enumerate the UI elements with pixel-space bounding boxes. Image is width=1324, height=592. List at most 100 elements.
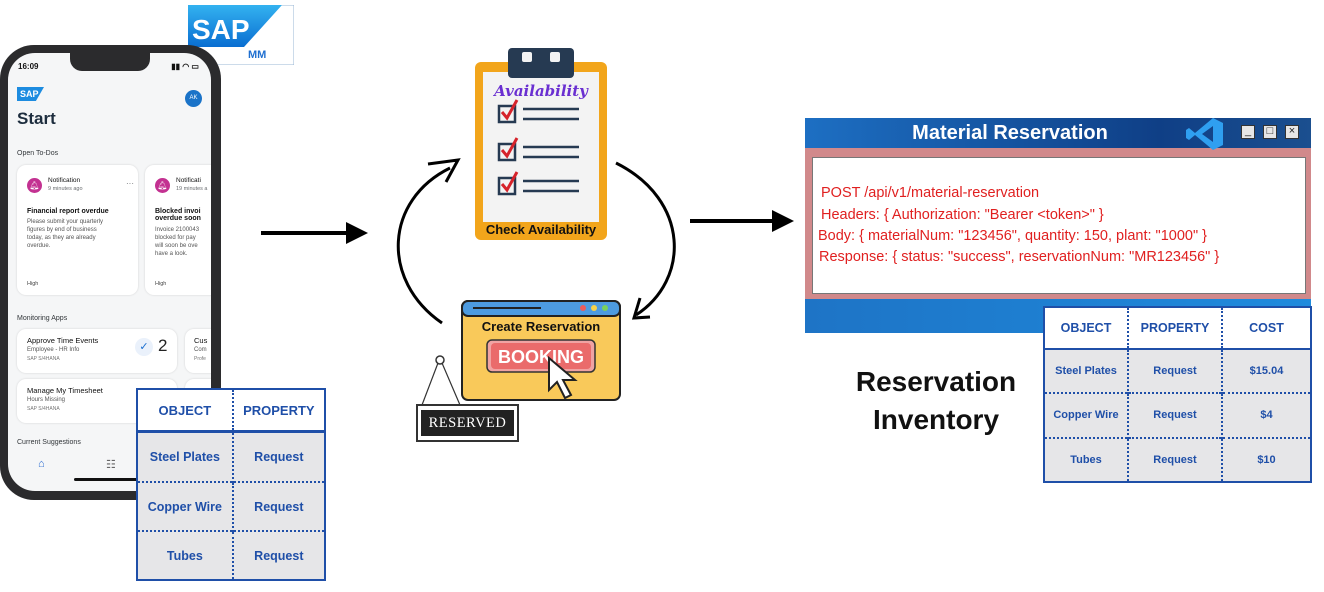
cycle-arrow-left	[396, 158, 461, 325]
reservation-inventory-table: OBJECT PROPERTY COST Steel Plates Reques…	[1043, 306, 1312, 483]
reserved-label: RESERVED	[421, 410, 514, 436]
status-bar: 16:09 ▮▮ ◠ ▭	[18, 62, 203, 71]
phone-notch	[70, 53, 150, 71]
current-suggestions-label: Current Suggestions	[17, 439, 81, 446]
api-code-panel: POST /api/v1/material-reservation Header…	[812, 157, 1306, 294]
table-cell: Copper Wire	[1053, 409, 1119, 422]
card-priority: High	[27, 281, 39, 287]
tile-subtitle: Com	[194, 347, 207, 353]
table-row: Copper Wire Request $4	[1044, 393, 1311, 438]
create-reservation-window: Create Reservation BOOKING	[461, 300, 621, 402]
card-heading: Financial report overdue	[27, 208, 109, 215]
tile-title: Cus	[194, 336, 208, 345]
sap-app-logo: SAP	[17, 87, 44, 101]
card-body: Please submit your quarterly figures by …	[27, 219, 104, 249]
card-time: 9 minutes ago	[48, 186, 83, 192]
column-header: PROPERTY	[1127, 307, 1222, 349]
monitoring-tile[interactable]: Cus Com Profe	[185, 329, 211, 373]
checkbox-icon	[497, 99, 519, 124]
monitoring-tile[interactable]: Approve Time Events Employee - HR Info S…	[17, 329, 177, 373]
column-header: OBJECT	[1044, 307, 1128, 349]
table-row: Steel Plates Request $15.04	[1044, 349, 1311, 394]
open-todos-label: Open To-Dos	[17, 150, 59, 157]
card-body: Invoice 2100043 blocked for pay will soo…	[155, 227, 200, 257]
checkmark-icon: ✓	[135, 338, 153, 356]
reserved-tag: RESERVED	[416, 404, 519, 442]
table-row: Tubes Request	[137, 531, 325, 580]
tile-subtitle: Hours Missing	[27, 397, 66, 403]
status-time: 16:09	[18, 62, 39, 71]
bell-icon: 🔔︎	[155, 178, 170, 193]
table-cell: $10	[1221, 437, 1311, 482]
code-line: POST /api/v1/material-reservation	[821, 185, 1040, 201]
table-cell: Request	[231, 431, 325, 483]
signal-wifi-battery-icon: ▮▮ ◠ ▭	[171, 62, 199, 71]
tile-system: Profe	[194, 356, 206, 362]
todo-card[interactable]: 🔔︎ Notification 9 minutes ago ··· Financ…	[17, 165, 138, 295]
checkbox-icon	[497, 137, 519, 162]
home-icon[interactable]: ⌂	[38, 458, 45, 470]
tile-system: SAP S/4HANA	[27, 406, 60, 412]
more-icon[interactable]: ···	[126, 179, 134, 188]
table-cell: Request	[231, 482, 325, 531]
object-property-table: OBJECT PROPERTY Steel Plates Request Cop…	[136, 388, 326, 581]
clipboard-title: Availability	[492, 82, 589, 100]
cycle-arrow-right	[615, 161, 676, 320]
table-cell: Tubes	[1070, 453, 1102, 466]
api-window-title: Material Reservation	[912, 122, 1108, 144]
code-line: Body: { materialNum: "123456", quantity:…	[818, 228, 1207, 244]
table-row: Steel Plates Request	[137, 431, 325, 483]
booking-button: BOOKING	[498, 347, 584, 367]
reservation-inventory-title: Reservation Inventory	[855, 366, 1017, 435]
home-indicator	[74, 478, 146, 481]
clipboard-caption: Check Availability	[486, 222, 597, 237]
table-cell: Steel Plates	[1055, 365, 1117, 378]
table-cell: Copper Wire	[147, 499, 222, 514]
code-line: Headers: { Authorization: "Bearer <token…	[821, 207, 1104, 223]
todo-card[interactable]: 🔔︎ Notificati 19 minutes a Blocked invoi…	[145, 165, 211, 295]
create-reservation-title: Create Reservation	[482, 319, 601, 334]
tag-string	[421, 355, 461, 406]
tile-title: Manage My Timesheet	[27, 386, 103, 395]
table-cell: Request	[231, 531, 325, 580]
minimize-button[interactable]: _	[1241, 125, 1255, 139]
table-cell: $15.04	[1221, 349, 1311, 394]
column-header: OBJECT	[137, 389, 233, 432]
tile-count: 2	[158, 336, 168, 355]
cursor-icon	[548, 355, 578, 400]
arrow-right-1	[261, 222, 368, 244]
table-cell: Tubes	[166, 548, 203, 563]
api-window-titlebar: Material Reservation _ □ ×	[805, 118, 1311, 150]
table-cell: Request	[1127, 437, 1222, 482]
bell-icon: 🔔︎	[27, 178, 42, 193]
column-header: PROPERTY	[231, 389, 325, 432]
card-heading: Blocked invoi overdue soon	[155, 208, 201, 222]
vscode-icon	[1185, 116, 1225, 152]
table-cell: Request	[1127, 349, 1222, 394]
arrow-right-2	[690, 210, 794, 232]
sap-logo-text: SAP	[192, 14, 250, 45]
card-type: Notificati	[176, 177, 201, 184]
checkbox-icon	[497, 171, 519, 196]
table-cell: Request	[1127, 393, 1222, 438]
availability-clipboard: Availability Check Availability	[475, 48, 607, 240]
table-row: Copper Wire Request	[137, 482, 325, 531]
sap-module-text: MM	[248, 49, 266, 61]
code-line: Response: { status: "success", reservati…	[819, 249, 1220, 265]
table-row: Tubes Request $10	[1044, 437, 1311, 482]
maximize-button[interactable]: □	[1263, 125, 1277, 139]
tile-title: Approve Time Events	[27, 336, 99, 345]
tile-subtitle: Employee - HR Info	[27, 347, 80, 353]
list-icon[interactable]: ☷	[106, 459, 116, 471]
avatar[interactable]: AK	[185, 90, 202, 107]
card-type: Notification	[48, 177, 81, 184]
table-cell: Steel Plates	[149, 450, 220, 464]
monitoring-apps-label: Monitoring Apps	[17, 315, 68, 322]
table-cell: $4	[1221, 393, 1311, 438]
column-header: COST	[1221, 307, 1311, 349]
card-priority: High	[155, 281, 167, 287]
tile-system: SAP S/4HANA	[27, 356, 60, 362]
close-button[interactable]: ×	[1285, 125, 1299, 139]
card-time: 19 minutes a	[176, 186, 208, 192]
